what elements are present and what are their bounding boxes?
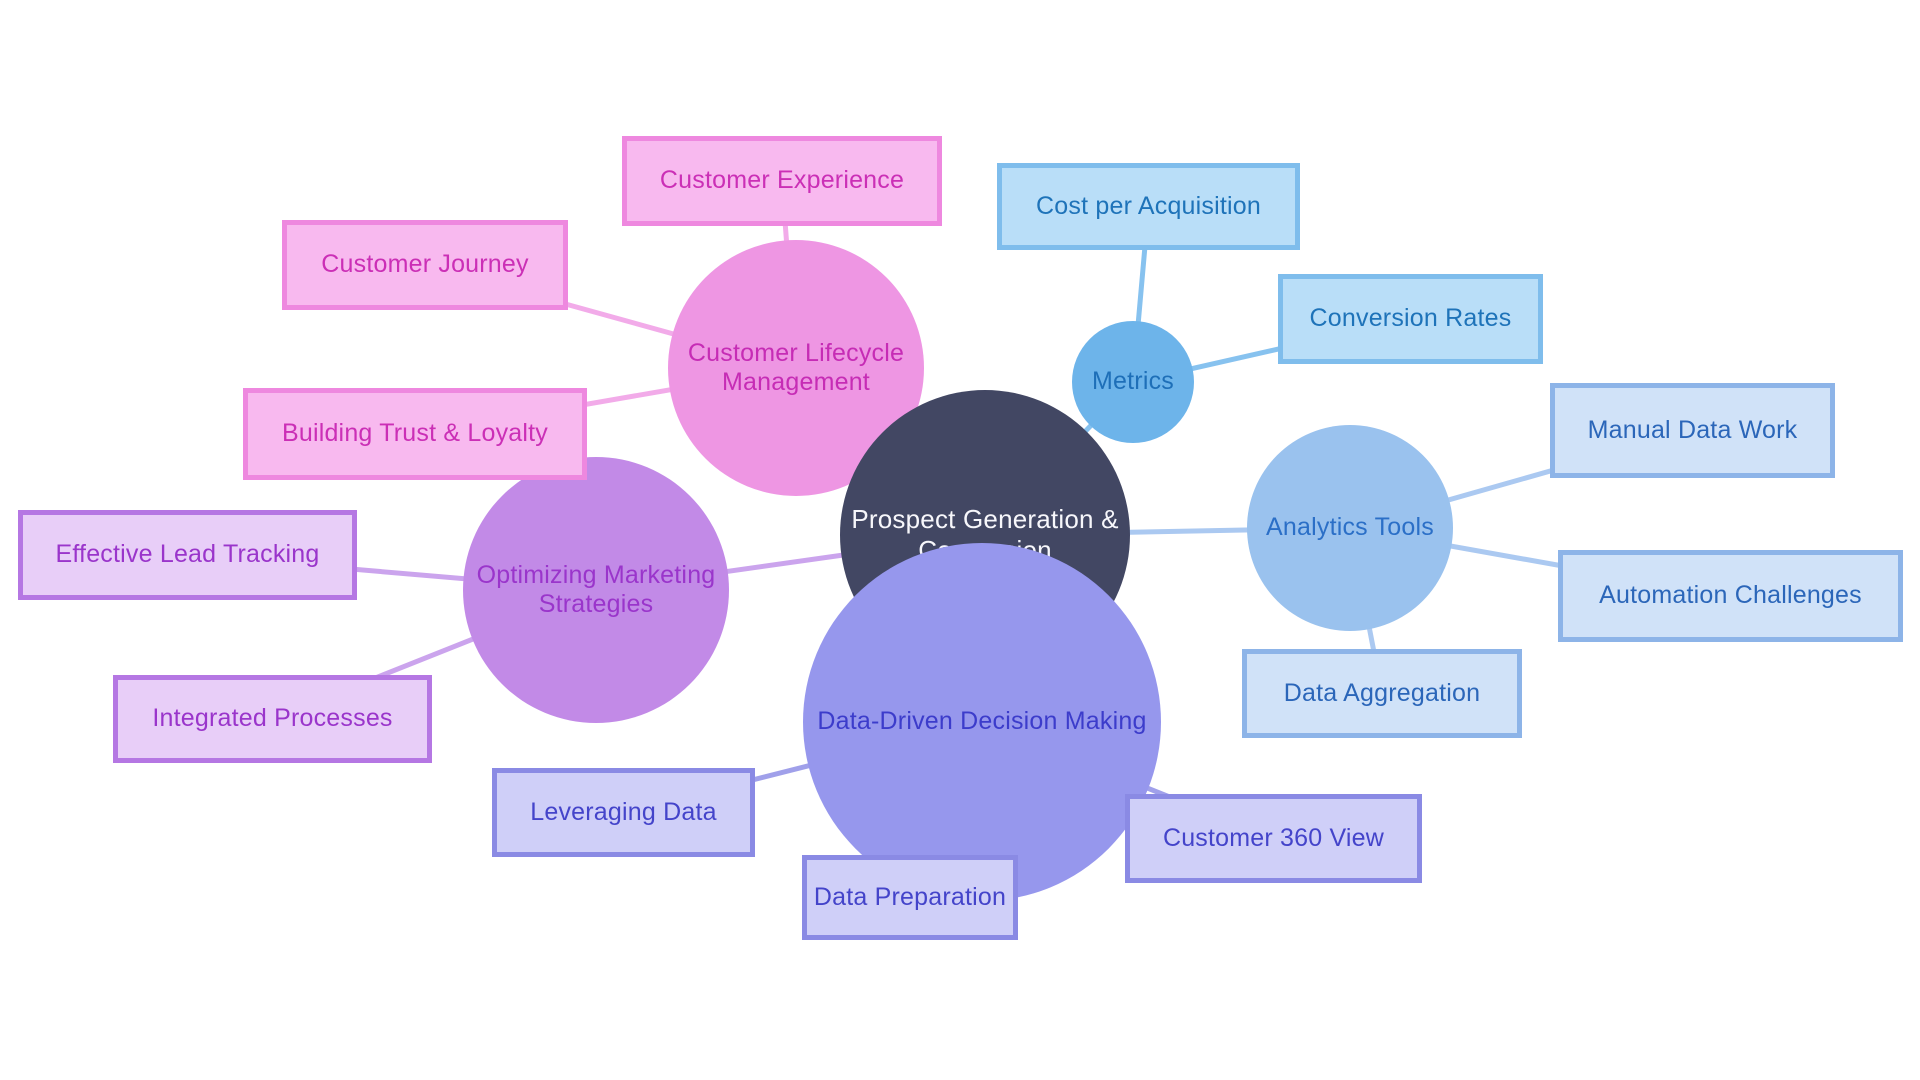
node-label-da: Data Aggregation — [1283, 678, 1481, 707]
node-label-ac: Automation Challenges — [1599, 581, 1862, 610]
node-label-dp: Data Preparation — [813, 882, 1007, 911]
node-oms[interactable]: Optimizing Marketing Strategies — [463, 457, 729, 723]
node-label-ld: Leveraging Data — [530, 797, 717, 826]
node-label-ip: Integrated Processes — [152, 704, 393, 733]
node-label-ce: Customer Experience — [659, 166, 905, 195]
node-label-metrics: Metrics — [1092, 367, 1174, 396]
node-cpa[interactable]: Cost per Acquisition — [997, 163, 1300, 250]
node-ac[interactable]: Automation Challenges — [1558, 550, 1903, 642]
node-da[interactable]: Data Aggregation — [1242, 649, 1522, 738]
node-ip[interactable]: Integrated Processes — [113, 675, 432, 763]
node-elt[interactable]: Effective Lead Tracking — [18, 510, 357, 600]
node-ce[interactable]: Customer Experience — [622, 136, 942, 226]
node-label-cr: Conversion Rates — [1309, 304, 1512, 333]
node-label-dddm: Data-Driven Decision Making — [817, 707, 1147, 736]
node-metrics[interactable]: Metrics — [1072, 321, 1194, 443]
node-label-clm: Customer Lifecycle Management — [687, 338, 905, 397]
node-dp[interactable]: Data Preparation — [802, 855, 1018, 940]
node-label-elt: Effective Lead Tracking — [55, 540, 320, 569]
node-dddm[interactable]: Data-Driven Decision Making — [803, 543, 1161, 901]
node-cr[interactable]: Conversion Rates — [1278, 274, 1543, 364]
node-ld[interactable]: Leveraging Data — [492, 768, 755, 857]
node-label-analytics: Analytics Tools — [1266, 513, 1434, 542]
node-label-c360: Customer 360 View — [1162, 823, 1385, 852]
node-btl[interactable]: Building Trust & Loyalty — [243, 388, 587, 480]
node-mdw[interactable]: Manual Data Work — [1550, 383, 1835, 478]
node-label-mdw: Manual Data Work — [1587, 415, 1798, 444]
node-label-cpa: Cost per Acquisition — [1036, 191, 1261, 220]
node-label-cj: Customer Journey — [321, 250, 529, 279]
node-analytics[interactable]: Analytics Tools — [1247, 425, 1453, 631]
node-label-oms: Optimizing Marketing Strategies — [476, 560, 716, 619]
node-cj[interactable]: Customer Journey — [282, 220, 568, 310]
node-c360[interactable]: Customer 360 View — [1125, 794, 1422, 883]
node-label-btl: Building Trust & Loyalty — [281, 419, 549, 448]
